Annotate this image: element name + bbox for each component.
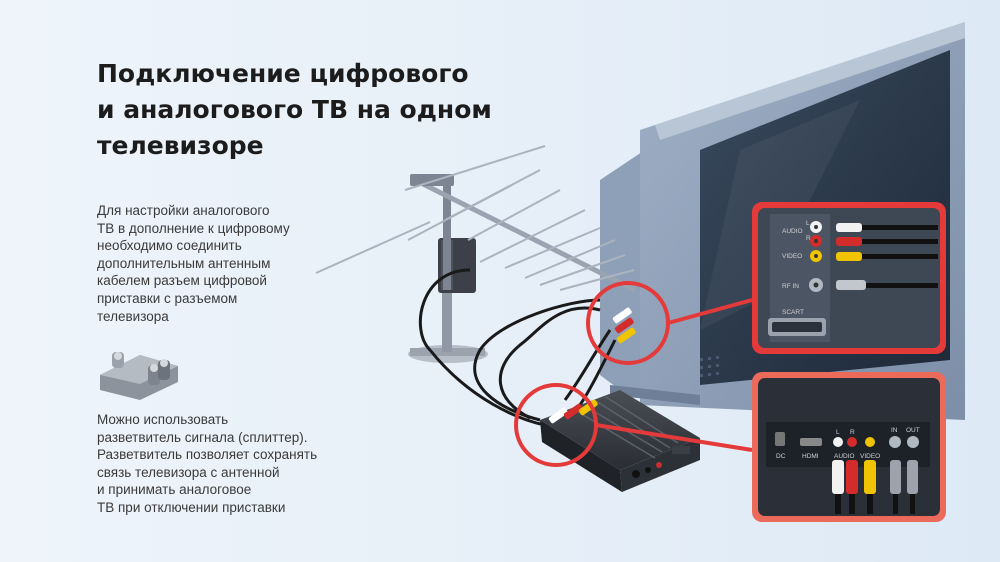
analog-setup-paragraph: Для настройки аналогового ТВ в дополнени… bbox=[97, 202, 290, 325]
title-line: и аналогового ТВ на одном bbox=[97, 95, 492, 124]
tv-video-port bbox=[810, 250, 822, 262]
paragraph-line: связь телевизора с антенной bbox=[97, 464, 280, 480]
box-audio-label: AUDIO bbox=[834, 453, 855, 460]
box-out-port bbox=[907, 436, 919, 448]
tv-rf-in-port bbox=[809, 278, 823, 292]
hdmi-port bbox=[800, 438, 822, 446]
box-audio-r-port bbox=[847, 437, 857, 447]
box-in-port bbox=[889, 436, 901, 448]
tv-l-label: L bbox=[806, 220, 810, 227]
splitter-paragraph: Можно использовать разветвитель сигнала … bbox=[97, 411, 317, 517]
title-line: Подключение цифрового bbox=[97, 59, 469, 88]
splitter-icon bbox=[100, 352, 178, 400]
box-in-label: IN bbox=[891, 427, 898, 434]
paragraph-line: ТВ при отключении приставки bbox=[97, 499, 286, 515]
tv-rf-in-label: RF IN bbox=[782, 283, 799, 290]
tv-video-label: VIDEO bbox=[782, 253, 802, 260]
box-l-label: L bbox=[836, 429, 840, 436]
paragraph-line: дополнительным антенным bbox=[97, 255, 271, 271]
page-title: Подключение цифрового и аналогового ТВ н… bbox=[97, 56, 537, 164]
box-rca-plugs bbox=[832, 460, 918, 514]
highlight-markers bbox=[514, 281, 753, 467]
dc-port bbox=[775, 432, 785, 446]
tv-rca-plugs bbox=[836, 223, 938, 290]
paragraph-line: Можно использовать bbox=[97, 412, 229, 427]
paragraph-line: необходимо соединить bbox=[97, 238, 242, 254]
tv-scart-label: SCART bbox=[782, 309, 804, 316]
paragraph-line: Разветвитель позволяет сохранять bbox=[97, 447, 318, 463]
box-r-label: R bbox=[850, 429, 855, 436]
box-audio-l-port bbox=[833, 437, 843, 447]
paragraph-line: разветвитель сигнала (сплиттер). bbox=[97, 429, 308, 445]
box-hdmi-label: HDMI bbox=[802, 453, 819, 460]
tv-audio-l-port bbox=[810, 221, 822, 233]
title-line: телевизоре bbox=[97, 131, 264, 160]
rca-cable-icon bbox=[548, 307, 636, 424]
tv-audio-label: AUDIO bbox=[782, 228, 803, 235]
paragraph-line: кабелем разъем цифровой bbox=[97, 273, 267, 289]
paragraph-line: ТВ в дополнение к цифровому bbox=[97, 220, 290, 236]
tv-r-label: R bbox=[806, 235, 811, 242]
paragraph-line: и принимать аналоговое bbox=[97, 482, 252, 498]
box-video-port bbox=[865, 437, 875, 447]
paragraph-line: телевизора bbox=[97, 308, 169, 324]
box-video-label: VIDEO bbox=[860, 453, 880, 460]
paragraph-line: приставки с разъемом bbox=[97, 290, 238, 306]
box-out-label: OUT bbox=[906, 427, 920, 434]
box-dc-label: DC bbox=[776, 453, 786, 460]
tv-audio-r-port bbox=[810, 235, 822, 247]
paragraph-line: Для настройки аналогового bbox=[97, 203, 270, 218]
